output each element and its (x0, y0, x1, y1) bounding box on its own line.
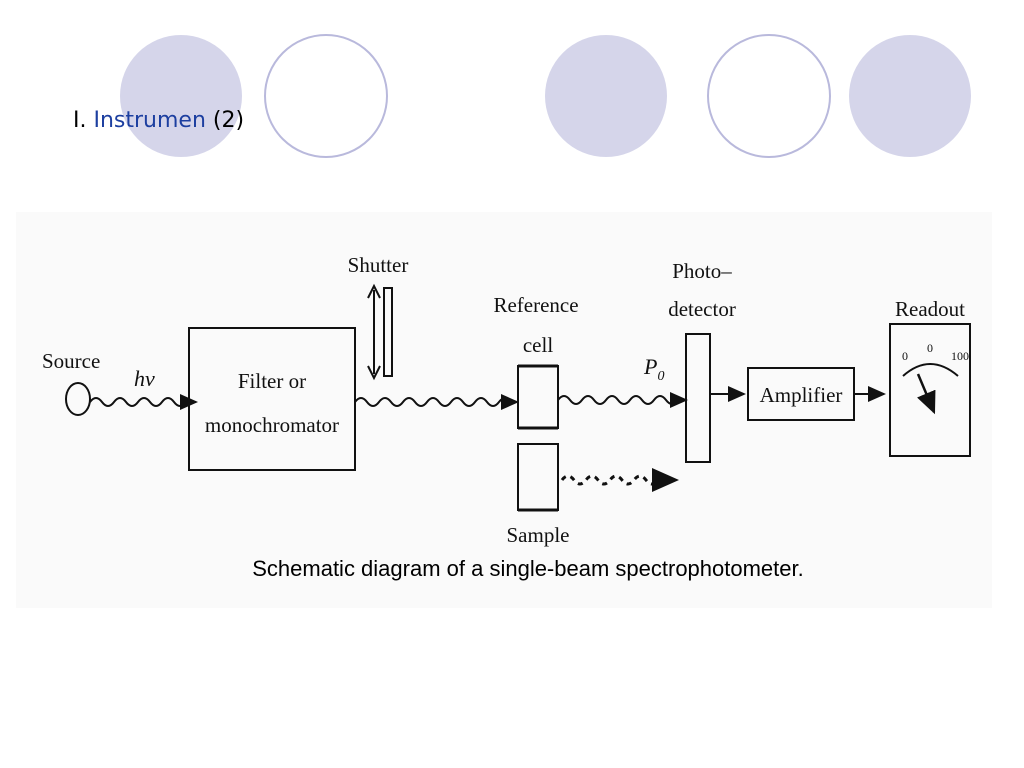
light-wave-3 (557, 392, 688, 408)
label-p0-sub: 0 (657, 369, 664, 384)
title-keyword: Instrumen (93, 108, 206, 133)
label-sample: Sample (507, 523, 570, 547)
deco-circle-filled-3 (849, 35, 971, 157)
shutter-arrow (367, 283, 381, 381)
label-source: Source (42, 349, 100, 373)
deco-circle-outline-1 (264, 34, 388, 158)
label-photo-1: Photo– (672, 259, 732, 283)
label-amplifier: Amplifier (760, 383, 843, 407)
spectrophotometer-diagram: Source hν Filter or monochromator Shutte… (16, 212, 992, 608)
label-photo-2: detector (668, 297, 736, 321)
slide-title: I. Instrumen (2) (73, 108, 244, 133)
deco-circle-outline-2 (707, 34, 831, 158)
readout-meter-box (889, 323, 971, 457)
deco-circle-filled-1 (120, 35, 242, 157)
label-p0: P0 (643, 354, 664, 384)
deco-circle-filled-2 (545, 35, 667, 157)
readout-scale-arc (902, 363, 959, 377)
readout-needle (916, 373, 936, 415)
light-wave-1 (89, 394, 198, 410)
readout-scale-mid: 0 (927, 341, 933, 355)
label-filter-1: Filter or (238, 369, 306, 393)
figure-caption: Schematic diagram of a single-beam spect… (252, 556, 804, 581)
label-readout: Readout (895, 297, 965, 321)
light-wave-2 (354, 394, 519, 410)
readout-scale-100: 100 (951, 349, 969, 363)
label-shutter: Shutter (348, 253, 409, 277)
label-filter-2: monochromator (205, 413, 339, 437)
photodetector-box (685, 333, 711, 463)
sample-cell (517, 443, 559, 511)
decorative-circles (120, 34, 971, 158)
label-hv: hν (134, 366, 155, 391)
title-prefix: I. (73, 108, 87, 133)
title-suffix: (2) (212, 108, 245, 133)
readout-scale-0: 0 (902, 349, 908, 363)
label-p0-main: P (643, 354, 657, 379)
label-reference-2: cell (523, 333, 553, 357)
label-reference-1: Reference (493, 293, 578, 317)
shutter-plate (383, 287, 393, 377)
source-lamp (65, 382, 91, 416)
filter-monochromator-box (188, 327, 356, 471)
light-wave-sample (560, 468, 679, 492)
reference-cell (517, 365, 559, 429)
